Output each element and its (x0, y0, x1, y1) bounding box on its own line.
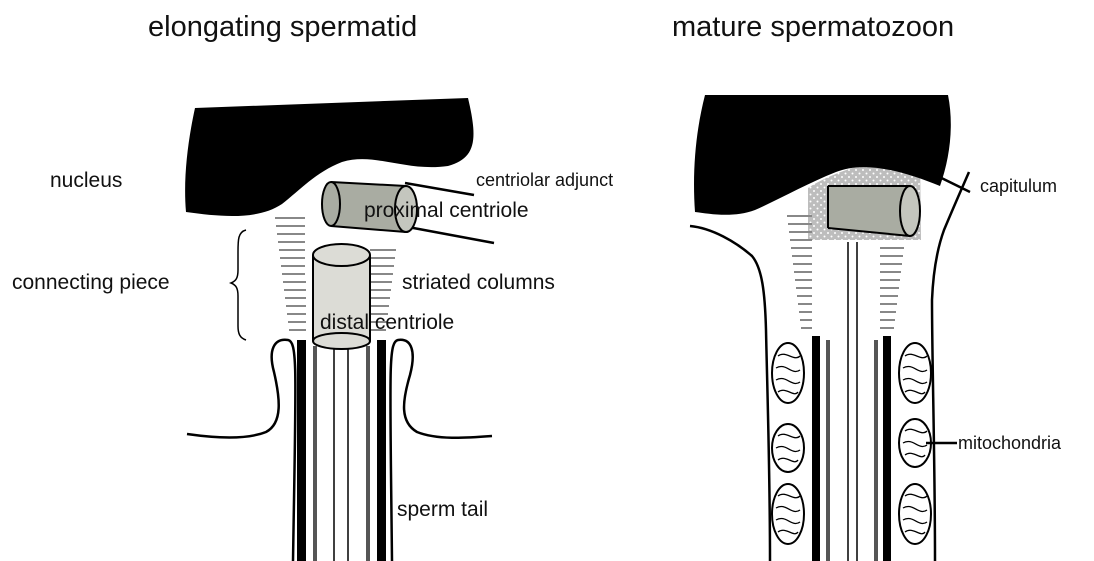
central-fibers (848, 242, 857, 561)
cell-membrane-left (187, 340, 295, 561)
mitochondria-group (772, 343, 931, 544)
striated-column-left-mature (787, 216, 812, 328)
label-nucleus: nucleus (50, 169, 122, 192)
mitochondrion (772, 343, 804, 403)
label-capitulum: capitulum (980, 176, 1057, 196)
striated-column-left (275, 218, 306, 330)
sperm-tail-axoneme (297, 340, 386, 561)
title-elongating-spermatid: elongating spermatid (148, 11, 417, 43)
mitochondrion (772, 484, 804, 544)
proximal-centriole-mature (828, 186, 920, 236)
label-mitochondria: mitochondria (958, 433, 1062, 453)
connecting-piece-bracket (231, 230, 246, 340)
label-sperm-tail: sperm tail (397, 498, 488, 521)
label-proximal-centriole: proximal centriole (364, 199, 529, 222)
mitochondrion (899, 343, 931, 403)
striated-column-right-mature (880, 248, 904, 328)
centriolar-adjunct-line-lower (408, 227, 494, 243)
panel-elongating-spermatid: nucleus centriolar adjunct proximal cent… (12, 98, 613, 561)
label-distal-centriole: distal centriole (320, 311, 454, 334)
panel-mature-spermatozoon: capitulum mitochondria (690, 95, 1062, 561)
label-connecting-piece: connecting piece (12, 271, 170, 294)
centriolar-adjunct-line-upper (405, 183, 474, 195)
cell-outline-left (690, 226, 770, 561)
title-mature-spermatozoon: mature spermatozoon (672, 11, 954, 43)
cell-outline-right (932, 172, 969, 561)
outer-dense-fibers (812, 336, 891, 561)
label-centriolar-adjunct: centriolar adjunct (476, 170, 613, 190)
mitochondrion (899, 484, 931, 544)
cell-membrane-right (390, 340, 492, 561)
label-striated-columns: striated columns (402, 271, 555, 294)
mitochondrion (772, 424, 804, 472)
